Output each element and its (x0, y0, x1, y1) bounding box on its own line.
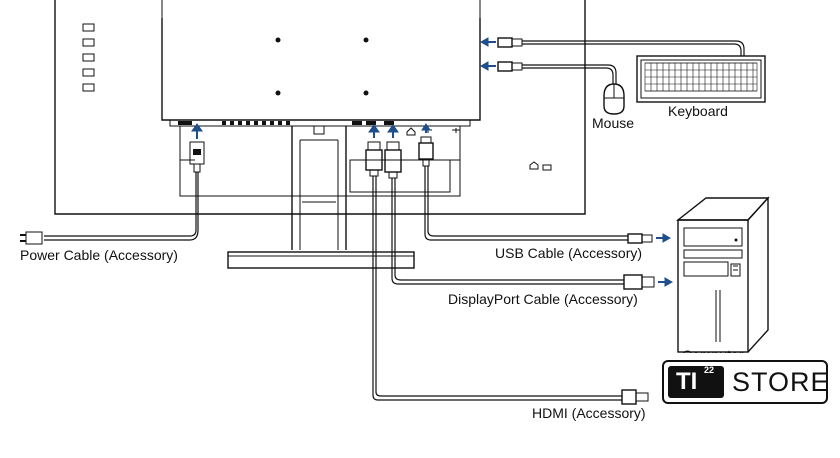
power-cable-label: Power Cable (Accessory) (20, 247, 178, 263)
hdmi-cable (372, 176, 649, 405)
screw-hole (275, 37, 281, 43)
monitor (54, 0, 586, 215)
computer-icon (675, 196, 770, 353)
screw-hole (275, 90, 281, 96)
mouse-usb-cable (497, 61, 617, 84)
usb-cable-label: USB Cable (Accessory) (495, 245, 642, 261)
keyboard-label: Keyboard (668, 103, 728, 119)
monitor-stand (227, 125, 415, 269)
port-strip (169, 119, 471, 127)
vent-slots (82, 23, 95, 92)
screw-hole (363, 90, 369, 96)
store-logo-word: STORE (732, 367, 830, 397)
keyboard-usb-cable (497, 37, 745, 56)
screw-hole (363, 37, 369, 43)
mouse-icon (603, 83, 625, 115)
video-connectors (365, 123, 434, 179)
keyboard-icon (636, 55, 766, 103)
mouse-label: Mouse (592, 115, 634, 131)
hdmi-label: HDMI (Accessory) (532, 405, 646, 421)
store-watermark-logo: TI 22 STORE (662, 360, 830, 404)
displayport-cable-label: DisplayPort Cable (Accessory) (448, 291, 638, 307)
computer-label-mask (672, 353, 782, 361)
displayport-cable (391, 178, 674, 290)
store-logo-superscript: 22 (704, 365, 715, 375)
hdmi-label-mask (653, 404, 663, 422)
power-cable (20, 123, 205, 245)
usb-cable (424, 166, 672, 244)
usb-port-arrow (479, 37, 496, 71)
store-logo-ti: TI (668, 366, 724, 398)
